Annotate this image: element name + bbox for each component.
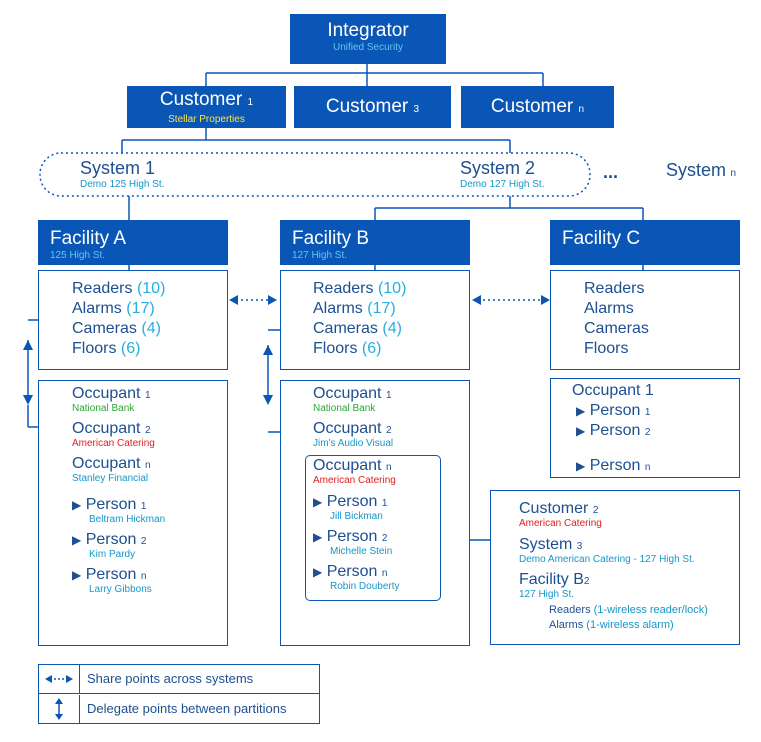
detail-facility[interactable]: Facility B2 127 High St. — [519, 571, 590, 600]
person-arrow-icon: ▶ — [313, 530, 323, 544]
facility-a-occupants-panel — [38, 380, 228, 646]
share-arrow-icon — [39, 665, 80, 693]
customer-1-index: 1 — [247, 97, 254, 108]
person-arrow-icon: ▶ — [72, 533, 82, 547]
facility-a-subtitle: 125 High St. — [50, 250, 106, 261]
facility-c-title: Facility C — [562, 228, 641, 249]
more-systems-ellipsis: ... — [603, 162, 619, 182]
b-person-2[interactable]: ▶ Person 2 Michelle Stein — [313, 528, 393, 557]
points-a-floors[interactable]: Floors (6) — [72, 340, 141, 357]
person-arrow-icon: ▶ — [313, 495, 323, 509]
system-n-label: System — [666, 160, 727, 180]
facility-c-header[interactable]: Facility C — [550, 220, 740, 265]
points-c-floors[interactable]: Floors — [584, 340, 629, 357]
system-n[interactable]: System n — [666, 160, 736, 181]
delegate-arrow-icon — [39, 695, 80, 723]
legend-share-row: Share points across systems — [39, 665, 319, 694]
c-person-1[interactable]: ▶ Person 1 — [576, 402, 651, 419]
a-occupant-2[interactable]: Occupant 2 American Catering — [72, 420, 155, 449]
points-b-readers[interactable]: Readers (10) — [313, 280, 407, 297]
integrator-title: Integrator — [327, 20, 409, 41]
person-arrow-icon: ▶ — [576, 424, 586, 438]
b-occupant-1[interactable]: Occupant 1 National Bank — [313, 385, 392, 414]
customer-3-label: Customer — [325, 96, 409, 117]
facility-a-header[interactable]: Facility A 125 High St. — [38, 220, 228, 265]
facility-b-header[interactable]: Facility B 127 High St. — [280, 220, 470, 265]
a-occupant-1[interactable]: Occupant 1 National Bank — [72, 385, 151, 414]
points-b-floors[interactable]: Floors (6) — [313, 340, 382, 357]
a-occupant-1-company: National Bank — [72, 403, 135, 414]
points-c-alarms[interactable]: Alarms — [584, 300, 634, 317]
legend-delegate-row: Delegate points between partitions — [39, 695, 319, 723]
person-arrow-icon: ▶ — [576, 404, 586, 418]
c-occupant-1[interactable]: Occupant 1 — [572, 382, 654, 399]
b-occupant-2[interactable]: Occupant 2 Jim's Audio Visual — [313, 420, 394, 449]
person-arrow-icon: ▶ — [72, 498, 82, 512]
customer-3-box[interactable]: Customer 3 — [294, 86, 451, 128]
c-person-2[interactable]: ▶ Person 2 — [576, 422, 651, 439]
points-b-alarms[interactable]: Alarms (17) — [313, 300, 396, 317]
a-person-n[interactable]: ▶ Person n Larry Gibbons — [72, 566, 152, 595]
points-b-cameras[interactable]: Cameras (4) — [313, 320, 402, 337]
c-person-n[interactable]: ▶ Person n — [576, 457, 651, 474]
a-person-1[interactable]: ▶ Person 1 Beltram Hickman — [72, 496, 166, 525]
a-occupant-2-company: American Catering — [72, 438, 155, 449]
person-arrow-icon: ▶ — [72, 568, 82, 582]
facility-a-points-panel — [38, 270, 228, 370]
detail-customer[interactable]: Customer 2 American Catering — [519, 500, 602, 529]
points-a-cameras[interactable]: Cameras (4) — [72, 320, 161, 337]
system-1[interactable]: System 1 Demo 125 High St. — [80, 158, 165, 191]
person-arrow-icon: ▶ — [313, 565, 323, 579]
system-2-label: System 2 — [460, 158, 536, 178]
points-c-cameras[interactable]: Cameras — [584, 320, 649, 337]
legend-share-label: Share points across systems — [87, 671, 254, 686]
facility-b-title: Facility B — [292, 228, 370, 249]
facility-c-occupants-panel — [550, 378, 740, 478]
facility-a-title: Facility A — [50, 228, 127, 249]
legend-delegate-label: Delegate points between partitions — [87, 701, 287, 716]
detail-alarms[interactable]: Alarms (1-wireless alarm) — [549, 619, 674, 631]
person-arrow-icon: ▶ — [576, 459, 586, 473]
legend: Share points across systems Delegate poi… — [38, 664, 320, 724]
facility-c-points-panel — [550, 270, 740, 370]
points-a-readers[interactable]: Readers (10) — [72, 280, 166, 297]
customer-n-label: Customer — [490, 96, 574, 117]
points-a-alarms[interactable]: Alarms (17) — [72, 300, 155, 317]
customer-3-index: 3 — [413, 104, 420, 115]
detail-readers[interactable]: Readers (1-wireless reader/lock) — [549, 604, 708, 616]
system-2[interactable]: System 2 Demo 127 High St. — [460, 158, 545, 191]
a-occupant-n-company: Stanley Financial — [72, 473, 149, 484]
customer-n-index: n — [578, 104, 585, 115]
a-person-2[interactable]: ▶ Person 2 Kim Pardy — [72, 531, 147, 560]
b-occupant-n[interactable]: Occupant n American Catering — [313, 457, 396, 486]
customer-n-box[interactable]: Customer n — [461, 86, 614, 128]
facility-b-points-panel — [280, 270, 470, 370]
system-1-subtitle: Demo 125 High St. — [80, 179, 165, 190]
b-person-n[interactable]: ▶ Person n Robin Douberty — [313, 563, 400, 592]
system-2-subtitle: Demo 127 High St. — [460, 179, 545, 190]
delegated-detail-panel — [490, 490, 740, 645]
a-occupant-n[interactable]: Occupant n Stanley Financial — [72, 455, 151, 484]
system-1-label: System 1 — [80, 158, 156, 178]
system-n-index: n — [730, 168, 737, 179]
detail-system[interactable]: System 3 Demo American Catering - 127 Hi… — [519, 536, 695, 565]
facility-b-subtitle: 127 High St. — [292, 250, 348, 261]
b-person-1[interactable]: ▶ Person 1 Jill Bickman — [313, 493, 388, 522]
b-occupant-n-highlight[interactable] — [305, 455, 441, 601]
customer-1-label: Customer — [159, 89, 243, 110]
points-c-readers[interactable]: Readers — [584, 280, 645, 297]
integrator-subtitle: Unified Security — [332, 42, 404, 53]
customer-1-box[interactable]: Customer 1 Stellar Properties — [127, 86, 286, 128]
customer-1-subtitle: Stellar Properties — [168, 114, 245, 125]
integrator-box[interactable]: Integrator Unified Security — [290, 14, 446, 64]
